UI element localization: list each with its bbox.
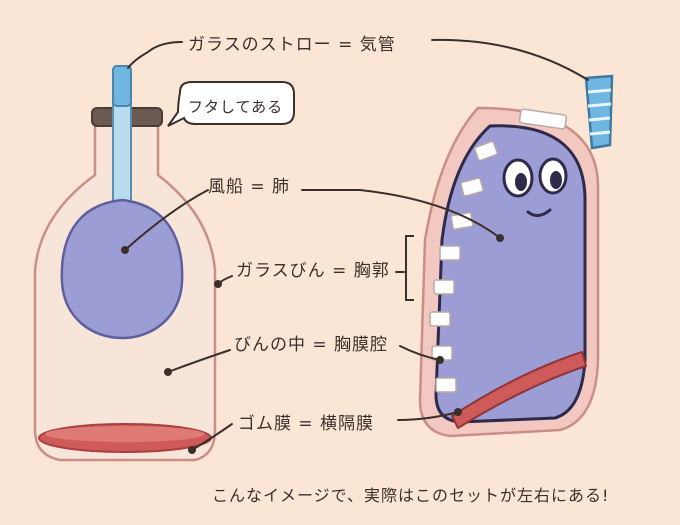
chest-bracket [405, 235, 414, 301]
lung-illustration [405, 74, 614, 438]
label-glass-bottle: ガラスびん = 胸郭 [236, 261, 390, 281]
lung [434, 124, 587, 424]
mouth [526, 208, 552, 217]
bottle-model [33, 65, 217, 462]
label-inside-bottle: びんの中 = 胸膜腔 [234, 335, 389, 355]
speech-bubble [167, 81, 295, 127]
trachea [584, 74, 614, 150]
pointer-dots [121, 234, 504, 454]
label-glass-straw: ガラスのストロー = 気管 [188, 35, 396, 55]
ribs [429, 108, 568, 393]
diaphragm [450, 350, 588, 430]
balloon [60, 198, 184, 340]
label-rubber-membrane: ゴム膜 = 横隔膜 [238, 414, 375, 434]
caption: こんなイメージで、実際はこのセットが左右にある! [212, 486, 610, 505]
label-lid: フタしてある [188, 98, 284, 116]
label-balloon: 風船 = 肺 [208, 177, 291, 197]
